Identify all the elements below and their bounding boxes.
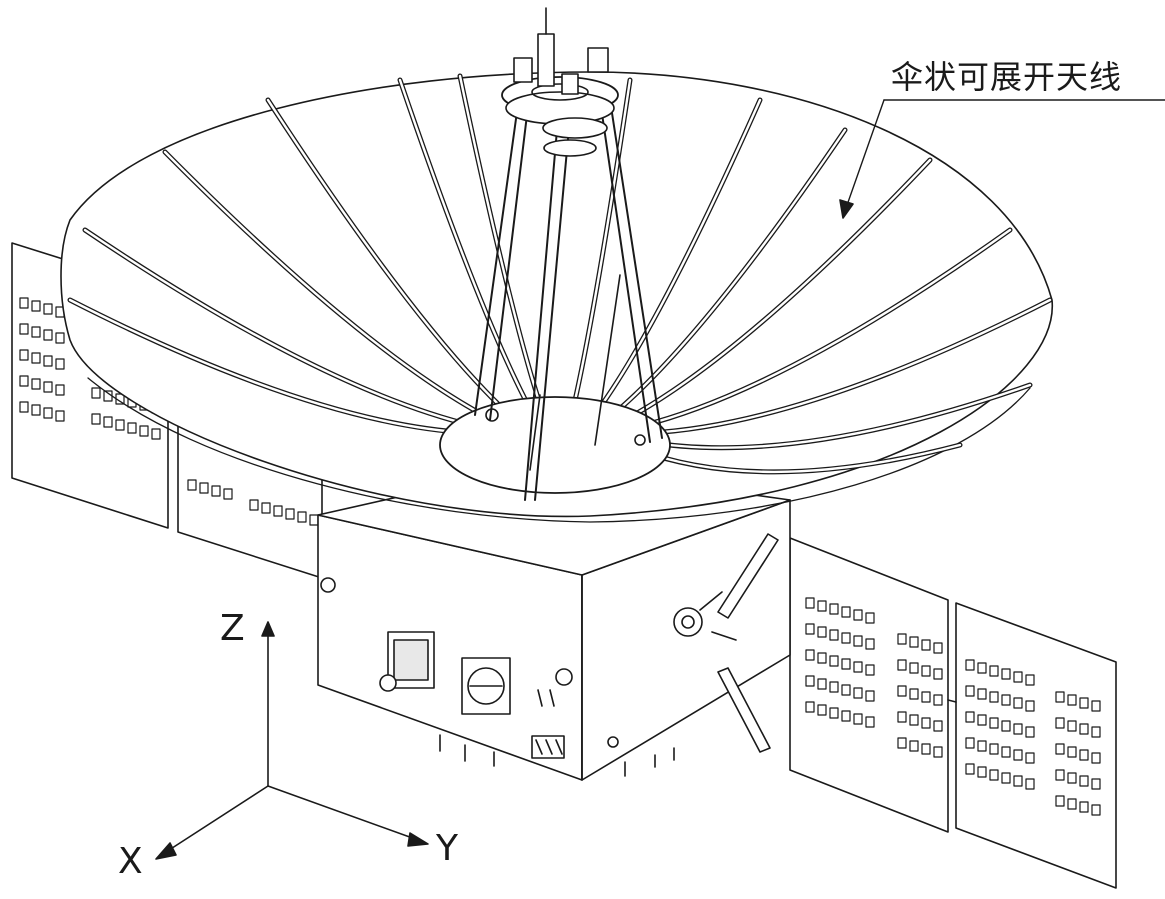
right-solar-panels	[789, 537, 1117, 889]
axis-x-label: X	[118, 841, 143, 882]
coordinate-axes	[155, 621, 429, 860]
axis-z-label: Z	[220, 608, 245, 649]
axis-y-label: Y	[436, 828, 458, 869]
antenna-reflector	[60, 7, 1053, 523]
annotation-leader	[839, 99, 1165, 219]
antenna-label: 伞状可展开天线	[891, 58, 1123, 96]
satellite-body	[317, 464, 791, 781]
